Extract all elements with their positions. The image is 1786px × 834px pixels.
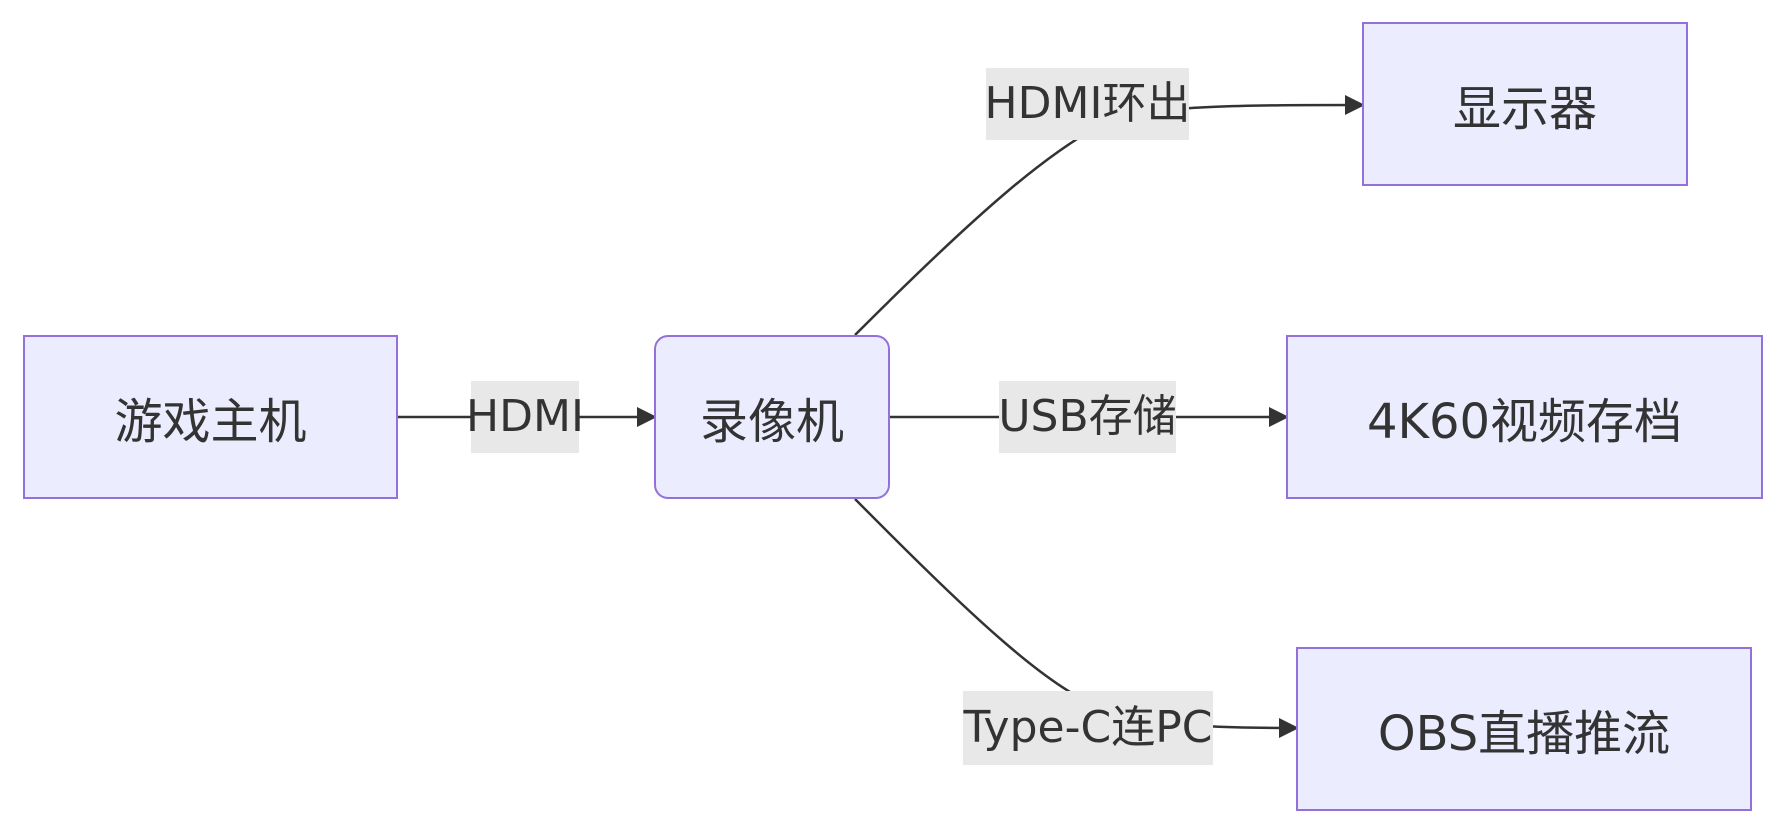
node-obs: OBS直播推流	[1296, 647, 1752, 811]
node-archive: 4K60视频存档	[1286, 335, 1763, 499]
edge-label-hdmi-loop: HDMI环出	[985, 68, 1190, 140]
node-console: 游戏主机	[23, 335, 398, 499]
node-monitor: 显示器	[1362, 22, 1688, 186]
node-archive-label: 4K60视频存档	[1366, 394, 1683, 450]
node-obs-label: OBS直播推流	[1377, 706, 1671, 762]
node-recorder: 录像机	[654, 335, 890, 499]
edge-label-hdmi: HDMI	[466, 381, 584, 453]
edge-label-usb-storage: USB存储	[998, 381, 1177, 453]
node-monitor-label: 显示器	[1452, 81, 1597, 137]
node-recorder-label: 录像机	[699, 394, 844, 450]
edge-label-typec-pc: Type-C连PC	[963, 691, 1213, 765]
node-console-label: 游戏主机	[114, 394, 307, 450]
